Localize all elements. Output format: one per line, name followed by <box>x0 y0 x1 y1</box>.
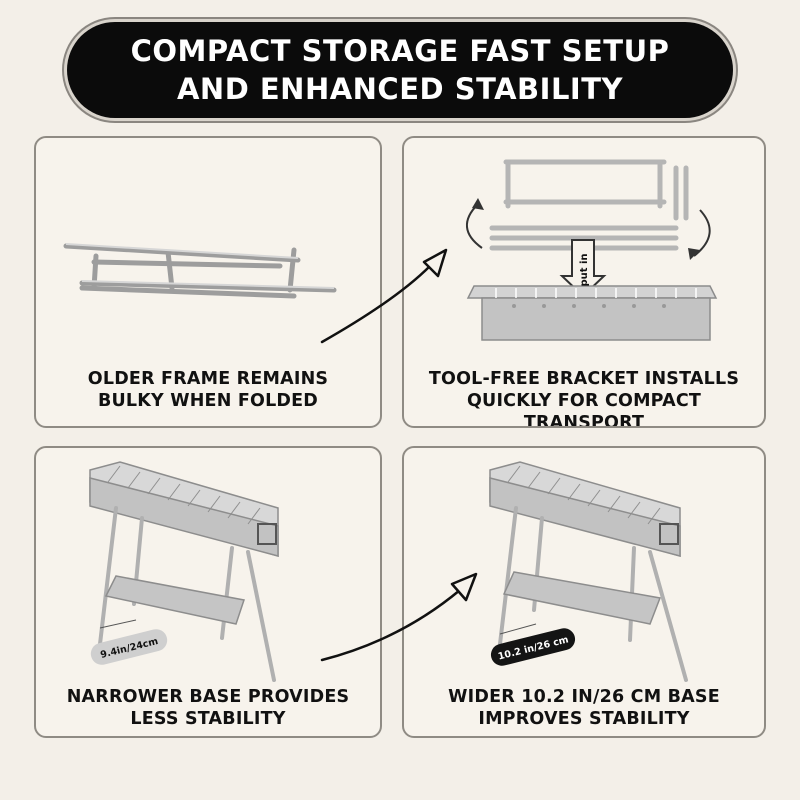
caption-tool-free-bracket: TOOL-FREE BRACKET INSTALLS QUICKLY FOR C… <box>404 368 764 428</box>
caption-line-2: BULKY WHEN FOLDED <box>97 391 319 411</box>
panel-narrower-base: 9.4in/24cm NARROWER BASE PROVIDES LESS S… <box>34 446 382 738</box>
panel-older-frame: OLDER FRAME REMAINS BULKY WHEN FOLDED <box>34 136 382 428</box>
caption-narrower-base: NARROWER BASE PROVIDES LESS STABILITY <box>36 686 380 730</box>
caption-line-1: NARROWER BASE PROVIDES <box>66 687 350 707</box>
panel-wider-base: 10.2 in/26 cm WIDER 10.2 IN/26 CM BASE I… <box>402 446 766 738</box>
caption-line-2: LESS STABILITY <box>130 709 286 729</box>
narrow-grill-illustration: 9.4in/24cm <box>89 461 279 682</box>
title-line-1: COMPACT STORAGE FAST SETUP <box>130 34 670 68</box>
put-in-label: put in <box>579 253 590 286</box>
folded-frame-illustration <box>63 243 337 299</box>
caption-line-1: WIDER 10.2 IN/26 CM BASE <box>448 687 720 707</box>
caption-older-frame: OLDER FRAME REMAINS BULKY WHEN FOLDED <box>36 368 380 412</box>
title-line-2: AND ENHANCED STABILITY <box>176 72 623 106</box>
caption-line-1: TOOL-FREE BRACKET INSTALLS <box>428 369 740 389</box>
bracket-install-illustration: put in <box>466 159 718 341</box>
caption-line-2: QUICKLY FOR COMPACT TRANSPORT <box>466 391 702 428</box>
caption-line-1: OLDER FRAME REMAINS <box>87 369 329 389</box>
panel-tool-free-bracket: put in TOOL-FREE BRACKET INSTALLS QUICKL… <box>402 136 766 428</box>
title-banner: COMPACT STORAGE FAST SETUP AND ENHANCED … <box>67 22 733 118</box>
wide-grill-illustration: 10.2 in/26 cm <box>489 461 688 682</box>
caption-line-2: IMPROVES STABILITY <box>478 709 690 729</box>
caption-wider-base: WIDER 10.2 IN/26 CM BASE IMPROVES STABIL… <box>404 686 764 730</box>
